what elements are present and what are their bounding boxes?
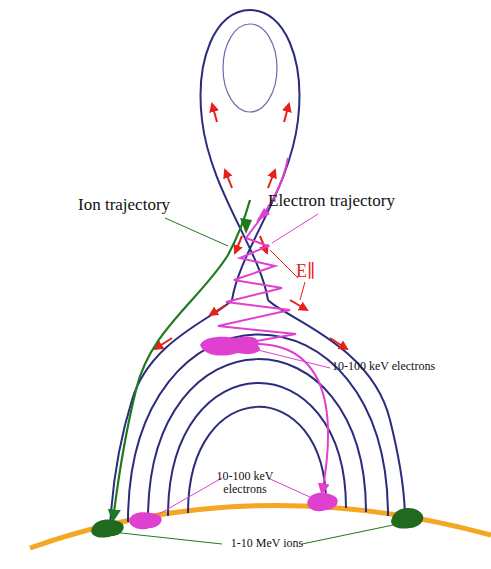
ion-footpoint [391, 508, 423, 528]
electron-label: Electron trajectory [268, 192, 438, 211]
footpoint-label: 10-100 keV electrons [200, 470, 290, 496]
field-label: E∥ [296, 262, 336, 282]
ion-label: Ion trajectory [78, 196, 208, 215]
ion-footpoint [91, 520, 123, 538]
leader-line [258, 350, 330, 368]
loop-top-label: 10-100 keV electrons [332, 360, 482, 373]
ion-energy-label: 1-10 MeV ions [222, 537, 312, 550]
leader-line [268, 478, 312, 498]
arcade-loop [148, 359, 366, 519]
loop-top-source [200, 336, 260, 355]
e-field-arrows [155, 104, 347, 349]
plasmoid-inner [223, 24, 277, 112]
leader-line [302, 524, 398, 544]
field-lines [110, 10, 405, 528]
leader-line [152, 478, 222, 518]
trajectory-arrow [256, 208, 270, 222]
arcade-loop [168, 383, 346, 516]
leader-line [112, 532, 222, 544]
arcade-loop [188, 407, 326, 513]
footpoint-source [307, 493, 337, 512]
leader-line [272, 214, 318, 243]
leader-line [165, 218, 228, 246]
trajectory-arrow [240, 218, 252, 234]
plasmoid-loop [201, 10, 300, 300]
